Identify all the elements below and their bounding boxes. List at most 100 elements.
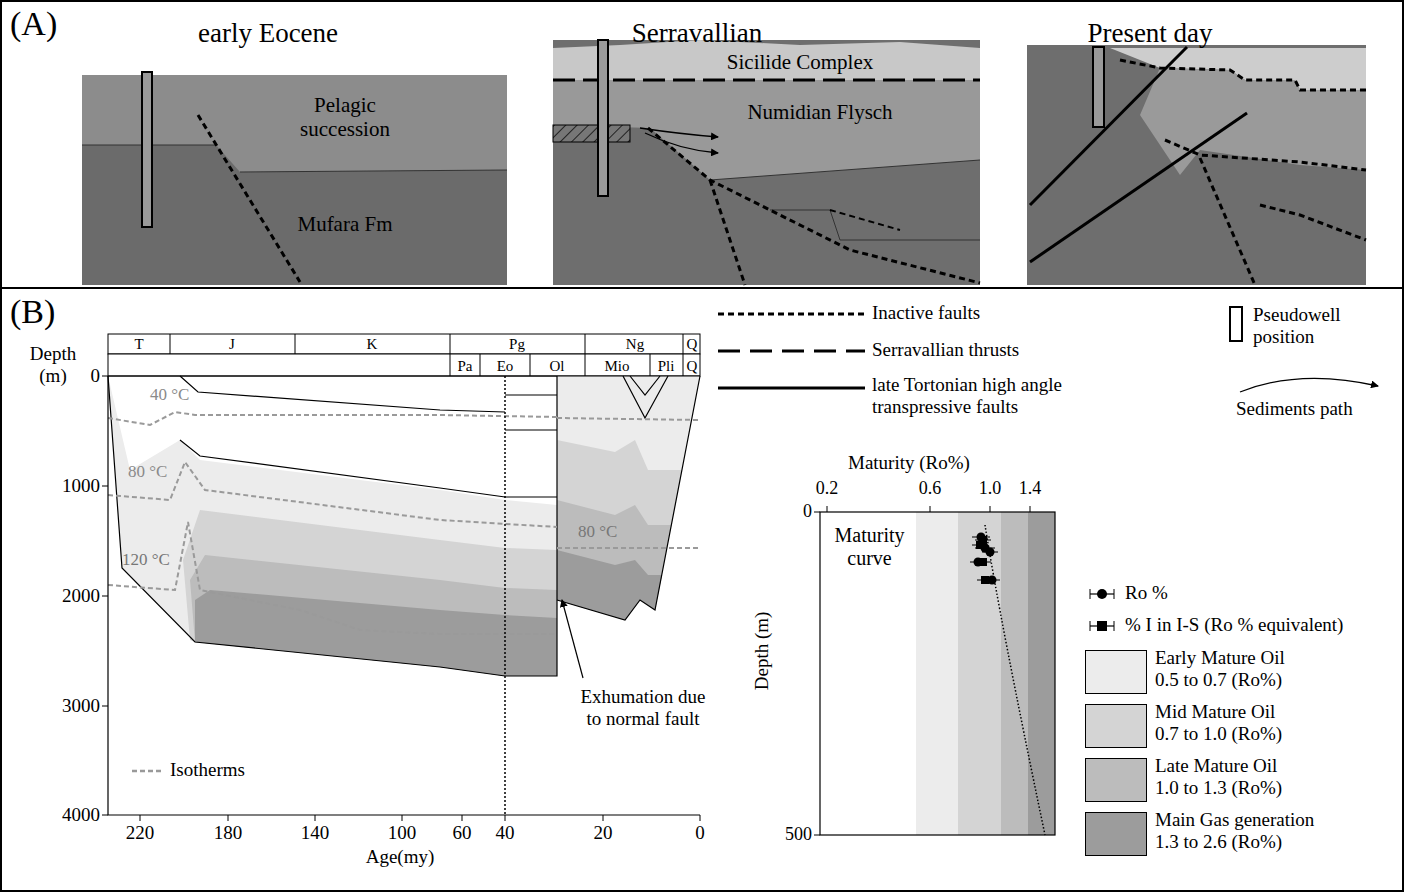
- null-stroke-stroke: [981, 576, 989, 584]
- tick-label: 0.6: [910, 478, 950, 499]
- unit-name: Numidian Flysch: [720, 100, 920, 124]
- null-stroke-stroke: [108, 412, 557, 425]
- section-present-day-stroke-stroke: [1140, 68, 1366, 175]
- isotherm-label: 80 °C: [578, 522, 617, 542]
- axis-title: Depth (m): [751, 601, 773, 701]
- legend-text: late Tortonian high angle transpressive …: [872, 374, 1132, 418]
- annotation: Exhumation due to normal fault: [578, 686, 708, 730]
- burial-history-chart-stroke: [102, 334, 700, 821]
- burial-history-chart-stroke-stroke: [557, 376, 700, 620]
- maturity-chart-stroke-stroke: [1001, 512, 1028, 835]
- section-present-day-stroke-stroke: [1260, 205, 1366, 240]
- section-serravallian-stroke-stroke: [830, 210, 900, 230]
- tick-label: 1.4: [1010, 478, 1050, 499]
- null-stroke-stroke: [108, 522, 557, 634]
- null-stroke-stroke: [976, 541, 984, 549]
- line-legend-samples-stroke-stroke: [1097, 621, 1107, 631]
- burial-history-chart-stroke-stroke: [557, 440, 682, 620]
- burial-history-chart-stroke-stroke: [108, 376, 557, 676]
- line-legend-samples-stroke-stroke: [1230, 307, 1242, 341]
- line-legend-samples-stroke-stroke: [718, 387, 865, 390]
- burial-history-chart-stroke-stroke: [557, 550, 662, 620]
- null-stroke-stroke: [108, 462, 557, 527]
- tick-label: 40: [480, 822, 530, 844]
- legend-text: Sediments path: [1236, 398, 1353, 420]
- section-present-day-stroke-stroke: [1120, 60, 1366, 90]
- section-serravallian-stroke-stroke: [648, 128, 980, 283]
- section-early-eocene-stroke-stroke: [240, 170, 507, 172]
- tick-label: 100: [377, 822, 427, 844]
- period-label: Ng: [615, 336, 655, 353]
- line-legend-samples-stroke-stroke: [1114, 621, 1115, 631]
- section-early-eocene-stroke: [82, 72, 507, 285]
- legend-text: Maturity curve: [822, 524, 917, 570]
- legend-text: Pseudowell position: [1253, 304, 1373, 348]
- section-serravallian-stroke-stroke: [710, 180, 745, 285]
- period-label: K: [352, 336, 392, 353]
- legend-text: Inactive faults: [872, 302, 980, 324]
- burial-history-chart-stroke-stroke: [557, 500, 671, 620]
- period-label: Pli: [651, 358, 681, 375]
- section-present-day-stroke-stroke: [1030, 113, 1247, 262]
- burial-history-chart-stroke-stroke: [108, 376, 557, 676]
- section-serravallian-stroke-stroke: [598, 40, 608, 196]
- panel-letter: (A): [10, 4, 57, 43]
- legend-swatch: [1085, 704, 1147, 748]
- line-legend-samples-stroke-stroke: [1240, 378, 1378, 392]
- section-serravallian-stroke-stroke: [553, 125, 630, 142]
- maturity-chart-stroke-stroke: [985, 525, 1045, 835]
- section-serravallian-stroke-stroke: [553, 40, 980, 285]
- null-stroke: [974, 533, 997, 585]
- burial-history-chart-stroke-stroke: [623, 376, 668, 418]
- period-label: Eo: [485, 358, 525, 375]
- maturity-chart-stroke-stroke: [814, 506, 1030, 835]
- section-present-day-stroke: [1027, 45, 1366, 285]
- tick-label: 2000: [40, 585, 100, 607]
- period-label: T: [119, 336, 159, 353]
- burial-history-chart-stroke-stroke: [504, 376, 506, 815]
- period-label: Pa: [450, 358, 480, 375]
- section-present-day-stroke-stroke: [1093, 47, 1104, 127]
- section-serravallian-stroke-stroke: [553, 79, 980, 82]
- burial-history-chart-stroke-stroke: [190, 555, 557, 676]
- section-serravallian-stroke: [553, 40, 980, 285]
- period-label: Q: [682, 336, 702, 353]
- period-label: Mio: [597, 358, 637, 375]
- line-legend-samples-stroke-stroke: [718, 350, 865, 353]
- burial-history-chart-stroke-stroke: [102, 376, 700, 821]
- legend-swatch: [1085, 758, 1147, 802]
- period-label: J: [212, 336, 252, 353]
- null-stroke-stroke: [557, 547, 700, 549]
- legend-text: Mid Mature Oil 0.7 to 1.0 (Ro%): [1155, 701, 1300, 745]
- panel-frame: (B): [0, 287, 1404, 892]
- axis-title: Maturity (Ro%): [848, 452, 970, 474]
- axis-title: Depth (m): [18, 343, 88, 387]
- maturity-chart-stroke-stroke: [820, 512, 1055, 835]
- null-stroke: [108, 412, 700, 634]
- burial-history-chart-stroke-stroke: [108, 334, 700, 354]
- legend-text: Serravallian thrusts: [872, 339, 1019, 361]
- tick-label: 180: [203, 822, 253, 844]
- period-label: Q: [682, 358, 702, 375]
- tick-label: 3000: [40, 695, 100, 717]
- tick-label: 220: [115, 822, 165, 844]
- legend-text: Main Gas generation 1.3 to 2.6 (Ro%): [1155, 809, 1325, 853]
- maturity-chart-stroke-stroke: [1028, 512, 1055, 835]
- line-legend-samples-stroke-stroke: [1097, 589, 1107, 599]
- maturity-chart-stroke-stroke: [958, 512, 1001, 835]
- panel-title: early Eocene: [178, 18, 358, 49]
- null-stroke-stroke: [557, 418, 700, 420]
- burial-history-chart-stroke-stroke: [562, 600, 583, 678]
- tick-label: 0.2: [807, 478, 847, 499]
- burial-history-chart-stroke-stroke: [180, 440, 557, 497]
- line-legend-samples-stroke-stroke: [718, 313, 865, 316]
- legend-swatch: [1085, 812, 1147, 856]
- isotherm-label: 80 °C: [128, 462, 167, 482]
- section-present-day-stroke-stroke: [1165, 140, 1366, 170]
- maturity-chart-stroke-stroke: [820, 512, 1055, 835]
- tick-label: 140: [290, 822, 340, 844]
- section-serravallian-stroke-stroke: [645, 133, 718, 153]
- legend-text: Ro %: [1125, 582, 1168, 604]
- section-present-day-stroke-stroke: [1200, 158, 1255, 285]
- legend-text: Early Mature Oil 0.5 to 0.7 (Ro%): [1155, 647, 1300, 691]
